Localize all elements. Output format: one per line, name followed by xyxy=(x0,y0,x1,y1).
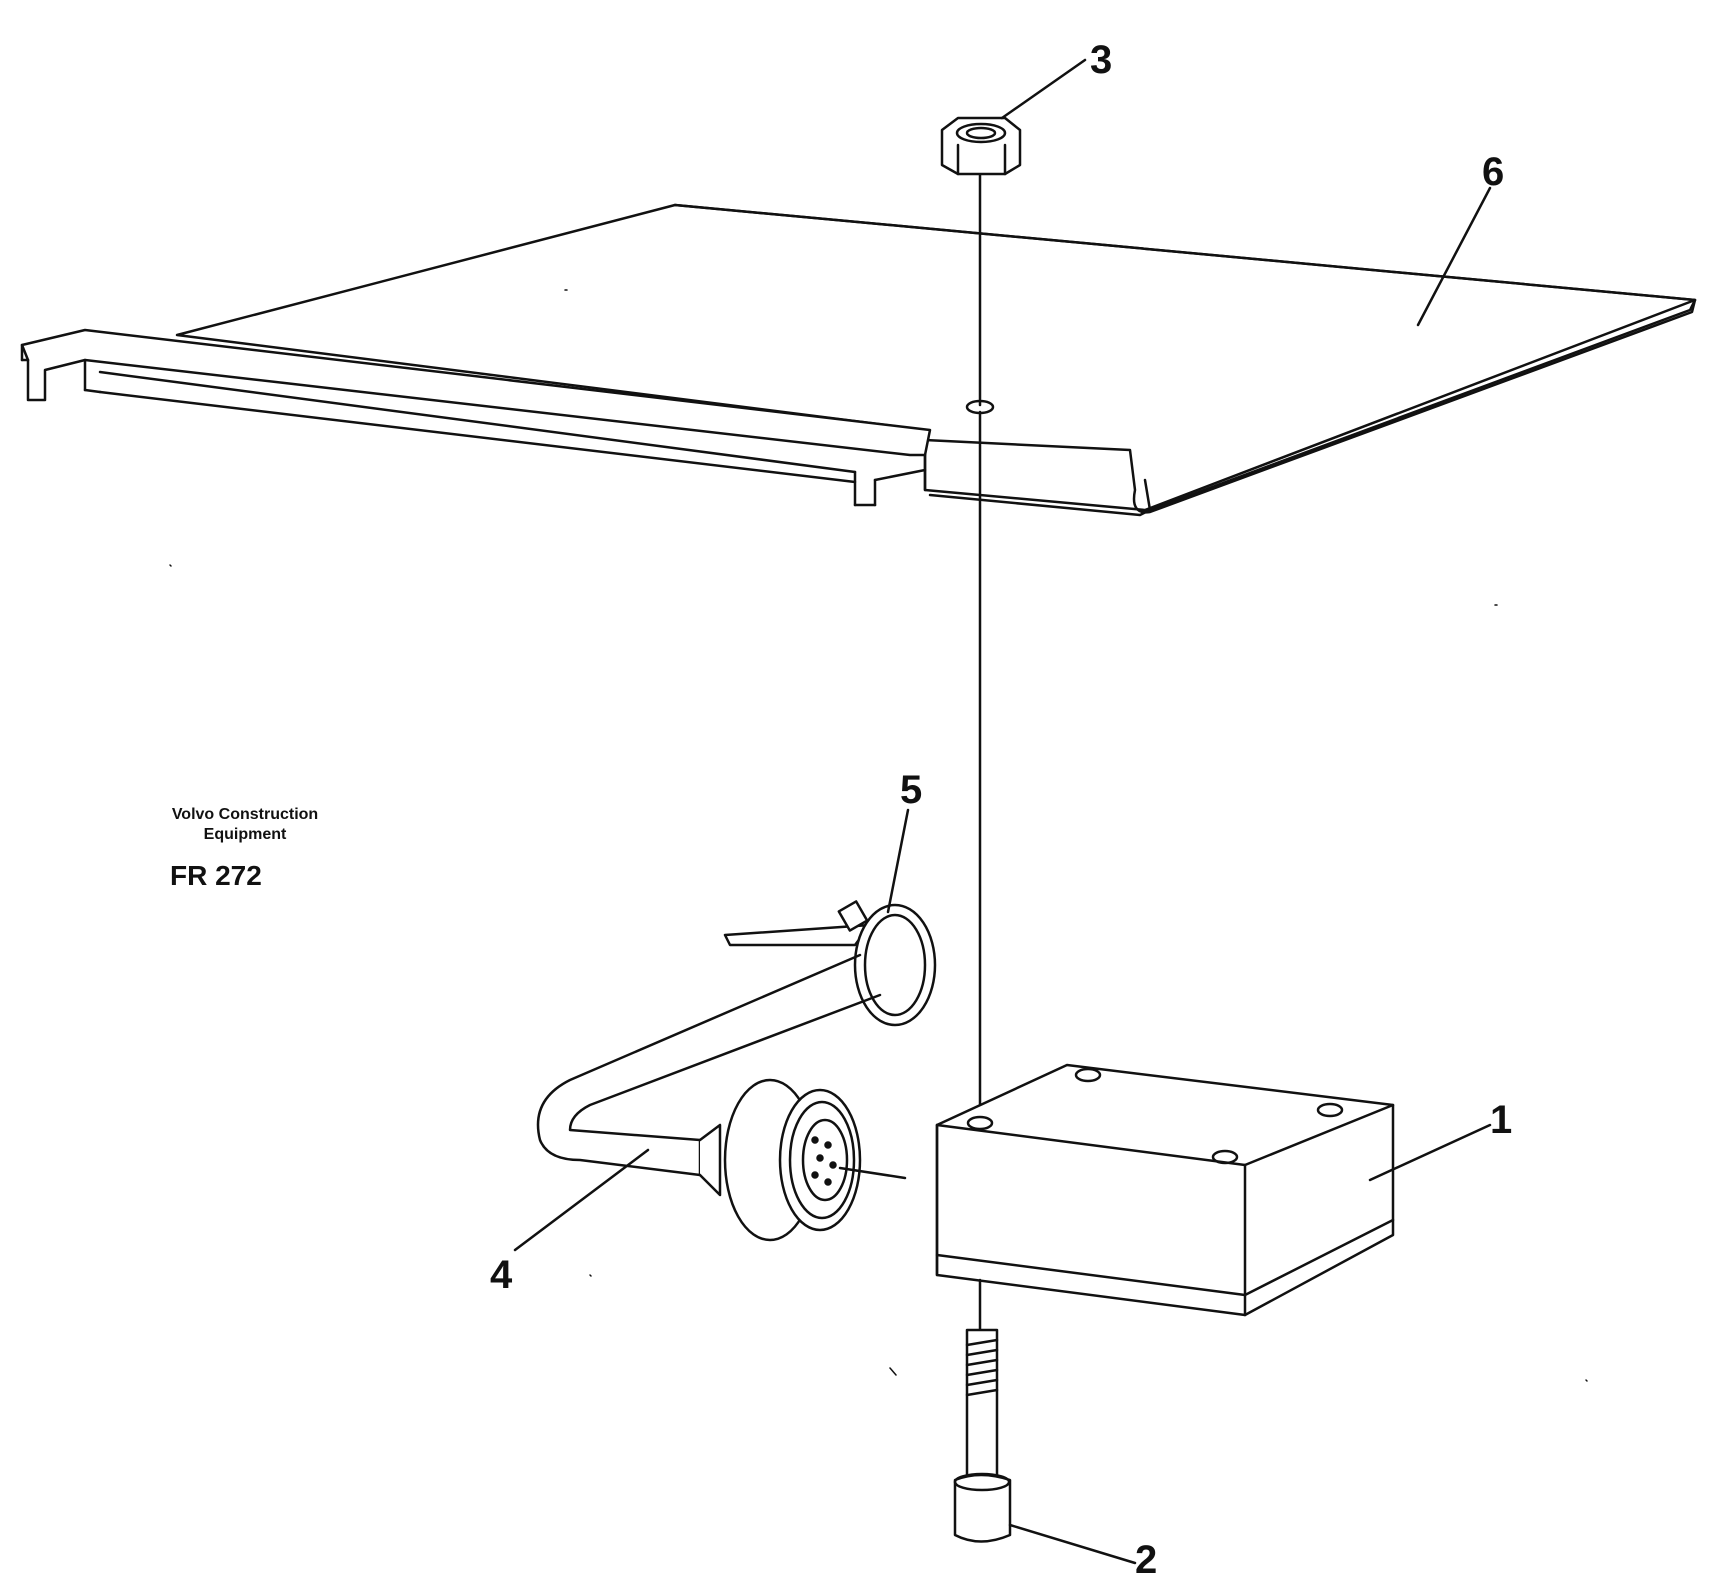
paper-specks xyxy=(169,289,1588,1382)
callout-4: 4 xyxy=(490,1253,513,1297)
callout-5: 5 xyxy=(900,768,923,812)
callout-2: 2 xyxy=(1135,1538,1158,1582)
cable-harness xyxy=(513,953,907,1252)
callout-1: 1 xyxy=(1490,1098,1513,1142)
callout-3: 3 xyxy=(1090,38,1113,82)
control-box xyxy=(935,1063,1492,1317)
screw xyxy=(953,1278,1137,1565)
figure-code: FR 272 xyxy=(170,860,262,891)
cable-clamp xyxy=(723,808,937,1027)
company-name-line1: Volvo Construction xyxy=(171,806,319,823)
mounting-plate xyxy=(20,186,1697,517)
callout-6: 6 xyxy=(1482,150,1505,194)
nut xyxy=(940,58,1087,176)
company-name-line2: Equipment xyxy=(203,826,287,843)
